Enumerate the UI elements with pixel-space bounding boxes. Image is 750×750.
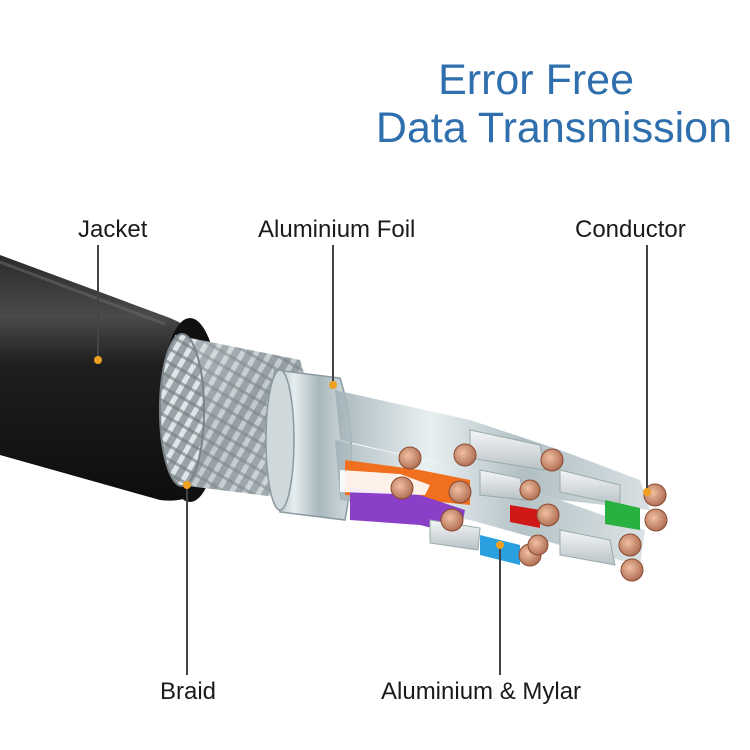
leader-dots xyxy=(94,356,651,549)
leader-dot-conductor xyxy=(643,488,651,496)
label-jacket: Jacket xyxy=(78,216,148,243)
label-braid: Braid xyxy=(160,678,217,705)
cable-aluminium-foil xyxy=(265,369,353,521)
leader-dot-jacket xyxy=(94,356,102,364)
title-line-2: Data Transmission xyxy=(375,104,732,152)
label-conductor: Conductor xyxy=(575,216,686,243)
label-aluminium-foil: Aluminium Foil xyxy=(258,216,416,243)
leader-dot-aluminium-foil xyxy=(329,381,337,389)
leader-dot-braid xyxy=(183,481,191,489)
label-aluminium-mylar: Aluminium & Mylar xyxy=(381,678,582,705)
cable-inner-pairs xyxy=(335,390,650,566)
leader-lines xyxy=(97,245,648,675)
title-line-1: Error Free xyxy=(438,56,634,104)
copper-conductors xyxy=(390,443,668,582)
leader-dot-aluminium-mylar xyxy=(496,541,504,549)
